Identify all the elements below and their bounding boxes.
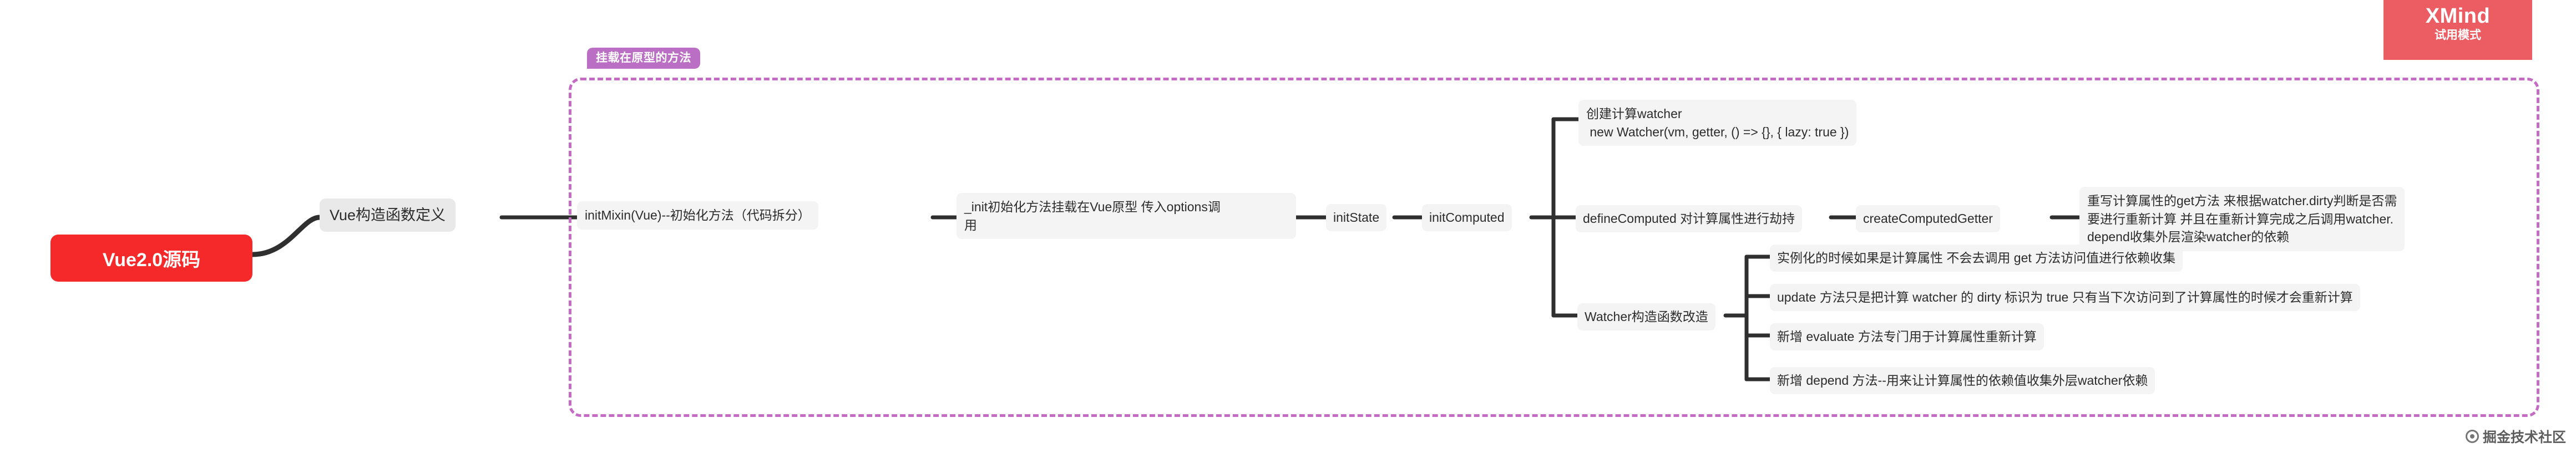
node-rewrite-get-method[interactable]: 重写计算属性的get方法 来根据watcher.dirty判断是否需 要进行重新… xyxy=(2079,187,2405,251)
node-watcher-constructor-refactor[interactable]: Watcher构造函数改造 xyxy=(1577,303,1715,330)
node-watcher-note-3[interactable]: 新增 evaluate 方法专门用于计算属性重新计算 xyxy=(1770,323,2044,350)
xmind-watermark-title: XMind xyxy=(2425,4,2491,28)
node-watcher-note-1[interactable]: 实例化的时候如果是计算属性 不会去调用 get 方法访问值进行依赖收集 xyxy=(1770,245,2183,272)
node-watcher-note-2[interactable]: update 方法只是把计算 watcher 的 dirty 标识为 true … xyxy=(1770,284,2360,311)
node-create-computed-watcher[interactable]: 创建计算watcher new Watcher(vm, getter, () =… xyxy=(1578,100,1857,146)
xmind-trial-watermark: XMind 试用模式 xyxy=(2383,0,2532,60)
node-define-computed[interactable]: defineComputed 对计算属性进行劫持 xyxy=(1576,205,1803,232)
boundary-label: 挂载在原型的方法 xyxy=(587,48,700,69)
node-init-computed[interactable]: initComputed xyxy=(1422,204,1512,231)
node-init-prototype[interactable]: _init初始化方法挂载在Vue原型 传入options调 用 xyxy=(956,193,1296,240)
node-init-state[interactable]: initState xyxy=(1326,204,1387,231)
juejin-circle-logo-icon xyxy=(2465,430,2479,443)
boundary-region xyxy=(569,78,2539,417)
footer-watermark: 掘金技术社区 xyxy=(2465,426,2566,446)
xmind-watermark-subtitle: 试用模式 xyxy=(2435,28,2481,42)
node-create-computed-getter[interactable]: createComputedGetter xyxy=(1856,205,2000,232)
node-watcher-note-4[interactable]: 新增 depend 方法--用来让计算属性的依赖值收集外层watcher依赖 xyxy=(1770,367,2155,394)
footer-watermark-text: 掘金技术社区 xyxy=(2482,430,2566,445)
mindmap-root-node[interactable]: Vue2.0源码 xyxy=(50,235,252,282)
node-init-mixin[interactable]: initMixin(Vue)--初始化方法（代码拆分） xyxy=(577,201,818,230)
node-vue-constructor[interactable]: Vue构造函数定义 xyxy=(320,198,456,232)
